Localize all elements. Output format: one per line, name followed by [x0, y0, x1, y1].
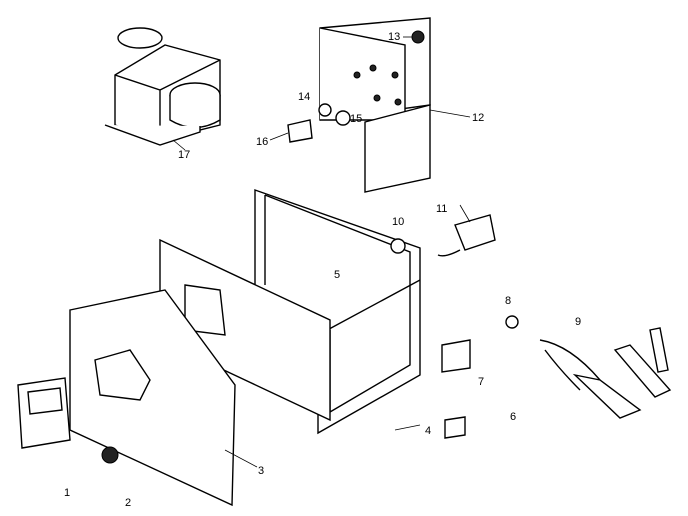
label-11: 11: [436, 203, 447, 215]
part-rear-panel: [319, 17, 431, 193]
label-7: 7: [478, 376, 484, 388]
label-17: 17: [178, 149, 190, 161]
part-13: [411, 30, 425, 44]
label-9: 9: [575, 316, 581, 328]
part-transformer: [104, 27, 221, 146]
label-15: 15: [350, 113, 362, 125]
part-meter: [17, 377, 71, 449]
part-6: [444, 416, 466, 439]
part-face-plate: [69, 289, 236, 507]
label-10: 10: [392, 216, 404, 228]
part-cord: [454, 214, 496, 251]
part-knob: [101, 446, 119, 464]
label-5: 5: [334, 269, 340, 281]
label-14: 14: [298, 91, 310, 103]
label-13: 13: [388, 31, 400, 43]
label-6: 6: [510, 411, 516, 423]
part-7: [441, 339, 471, 373]
part-8: [505, 315, 519, 329]
part-15: [335, 110, 351, 126]
label-2: 2: [125, 497, 131, 509]
part-10: [390, 238, 406, 254]
part-14: [318, 103, 332, 117]
part-16: [287, 119, 313, 143]
part-clamps: [539, 327, 672, 419]
label-8: 8: [505, 295, 511, 307]
label-1: 1: [64, 487, 70, 499]
label-4: 4: [425, 425, 431, 437]
label-16: 16: [256, 136, 268, 148]
label-3: 3: [258, 465, 264, 477]
label-12: 12: [472, 112, 484, 124]
